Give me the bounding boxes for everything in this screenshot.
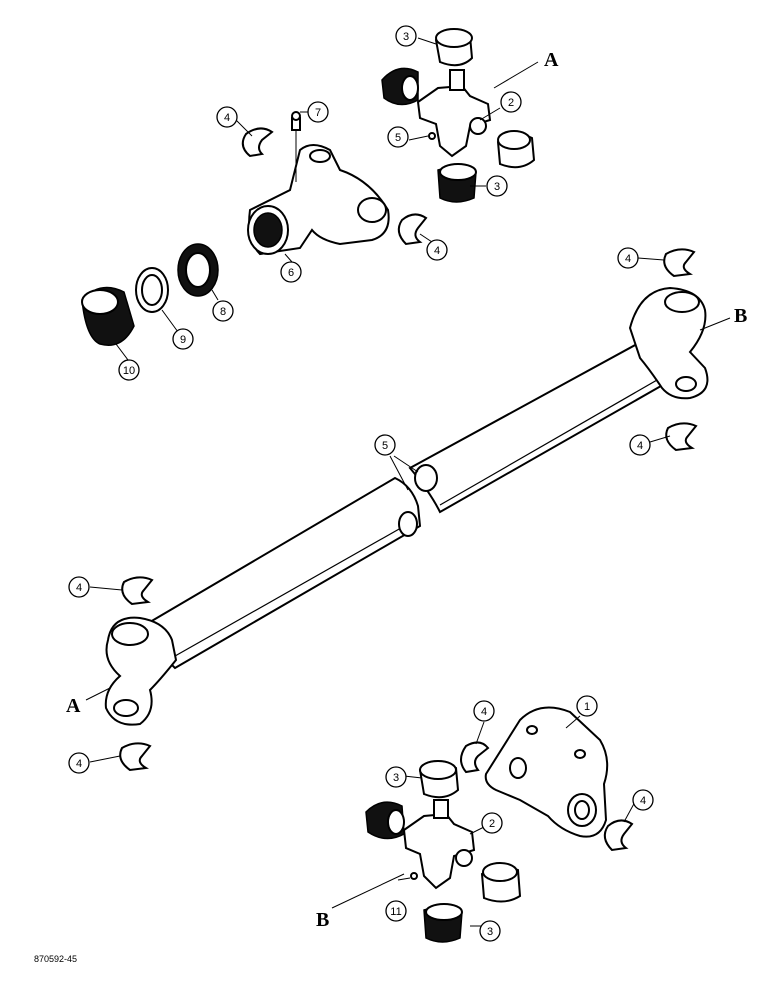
flange-yoke (484, 706, 609, 838)
callout-c6: 5 (374, 434, 396, 456)
bottom-bearing-cap-left (365, 801, 405, 840)
callout-label: 9 (180, 334, 186, 346)
snap-ring-e (121, 576, 154, 606)
top-bearing-cap-lower (437, 163, 477, 203)
callout-c3-bot-a: 3 (385, 766, 407, 788)
seal-ring (177, 243, 219, 297)
dust-cap (81, 286, 135, 346)
callout-c4-h: 4 (632, 789, 654, 811)
callout-label: 4 (637, 440, 643, 452)
top-bearing-cap-right (496, 130, 536, 169)
bottom-bearing-cap-lower (423, 903, 463, 943)
driveshaft-tube (148, 336, 670, 670)
bottom-universal-cross (402, 799, 476, 890)
left-shaft-yoke (104, 616, 178, 726)
callout-label: 8 (220, 306, 226, 318)
callout-c5-top: 5 (387, 126, 409, 148)
callout-c8: 7 (307, 101, 329, 123)
callout-c4-f: 4 (68, 752, 90, 774)
callout-c10: 9 (172, 328, 194, 350)
snap-rings (119, 127, 698, 852)
callout-label: 4 (76, 582, 82, 594)
callout-c4-b: 4 (426, 239, 448, 261)
callout-c11: 10 (118, 359, 140, 381)
leader-lines (85, 37, 731, 927)
callout-c3-top-a: 3 (395, 25, 417, 47)
callout-label: 4 (76, 758, 82, 770)
snap-ring-d (665, 422, 698, 452)
grease-fitting-8 (291, 111, 301, 131)
snap-ring-f (119, 742, 152, 772)
callout-label: 2 (489, 818, 495, 830)
callout-label: 2 (508, 97, 514, 109)
callout-c5-bottom: 11 (385, 900, 407, 922)
callout-label: 5 (382, 440, 388, 452)
callout-label: 3 (393, 772, 399, 784)
snap-ring-c (663, 248, 696, 278)
callout-label: 4 (640, 795, 646, 807)
callout-c2-bottom: 2 (481, 812, 503, 834)
callout-label: 1 (584, 701, 590, 713)
letter-a-left: A (66, 695, 81, 717)
top-universal-cross (416, 69, 492, 158)
top-bearing-cap-upper (434, 28, 474, 67)
top-bearing-cap-left (381, 67, 419, 106)
callout-c9: 8 (212, 300, 234, 322)
letter-b-bottom: B (316, 909, 329, 931)
figure-code: 870592-45 (34, 954, 77, 964)
callout-label: 3 (403, 31, 409, 43)
bottom-bearing-cap-upper (418, 760, 460, 799)
callout-label: 11 (390, 906, 401, 918)
callout-c1: 1 (576, 695, 598, 717)
callout-label: 6 (288, 267, 294, 279)
callout-label: 4 (625, 253, 631, 265)
callout-c2-top: 2 (500, 91, 522, 113)
callout-c4-a: 4 (216, 106, 238, 128)
snap-ring-g (460, 741, 490, 774)
callout-label: 3 (487, 926, 493, 938)
callout-c7: 6 (280, 261, 302, 283)
callout-label: 4 (224, 112, 230, 124)
callout-label: 5 (395, 132, 401, 144)
callout-c4-c: 4 (617, 247, 639, 269)
bottom-grease-fitting (410, 872, 418, 880)
callout-c3-top-b: 3 (486, 175, 508, 197)
snap-ring-b (397, 213, 428, 246)
bottom-bearing-cap-right (480, 862, 522, 903)
callout-c4-e: 4 (68, 576, 90, 598)
letter-a-top: A (544, 49, 559, 71)
right-shaft-yoke (628, 286, 709, 400)
callout-label: 4 (434, 245, 440, 257)
snap-ring-h (603, 819, 634, 852)
callout-label: 3 (494, 181, 500, 193)
callout-c4-g: 4 (473, 700, 495, 722)
splined-washer (135, 267, 169, 313)
callout-label: 7 (315, 107, 321, 119)
slip-yoke (247, 144, 390, 256)
snap-ring-a (241, 127, 274, 158)
callout-c4-d: 4 (629, 434, 651, 456)
letter-b-right: B (734, 305, 747, 327)
callout-c3-bot-b: 3 (479, 920, 501, 942)
top-grease-fitting (428, 132, 436, 140)
callout-label: 10 (123, 365, 135, 377)
callout-label: 4 (481, 706, 487, 718)
